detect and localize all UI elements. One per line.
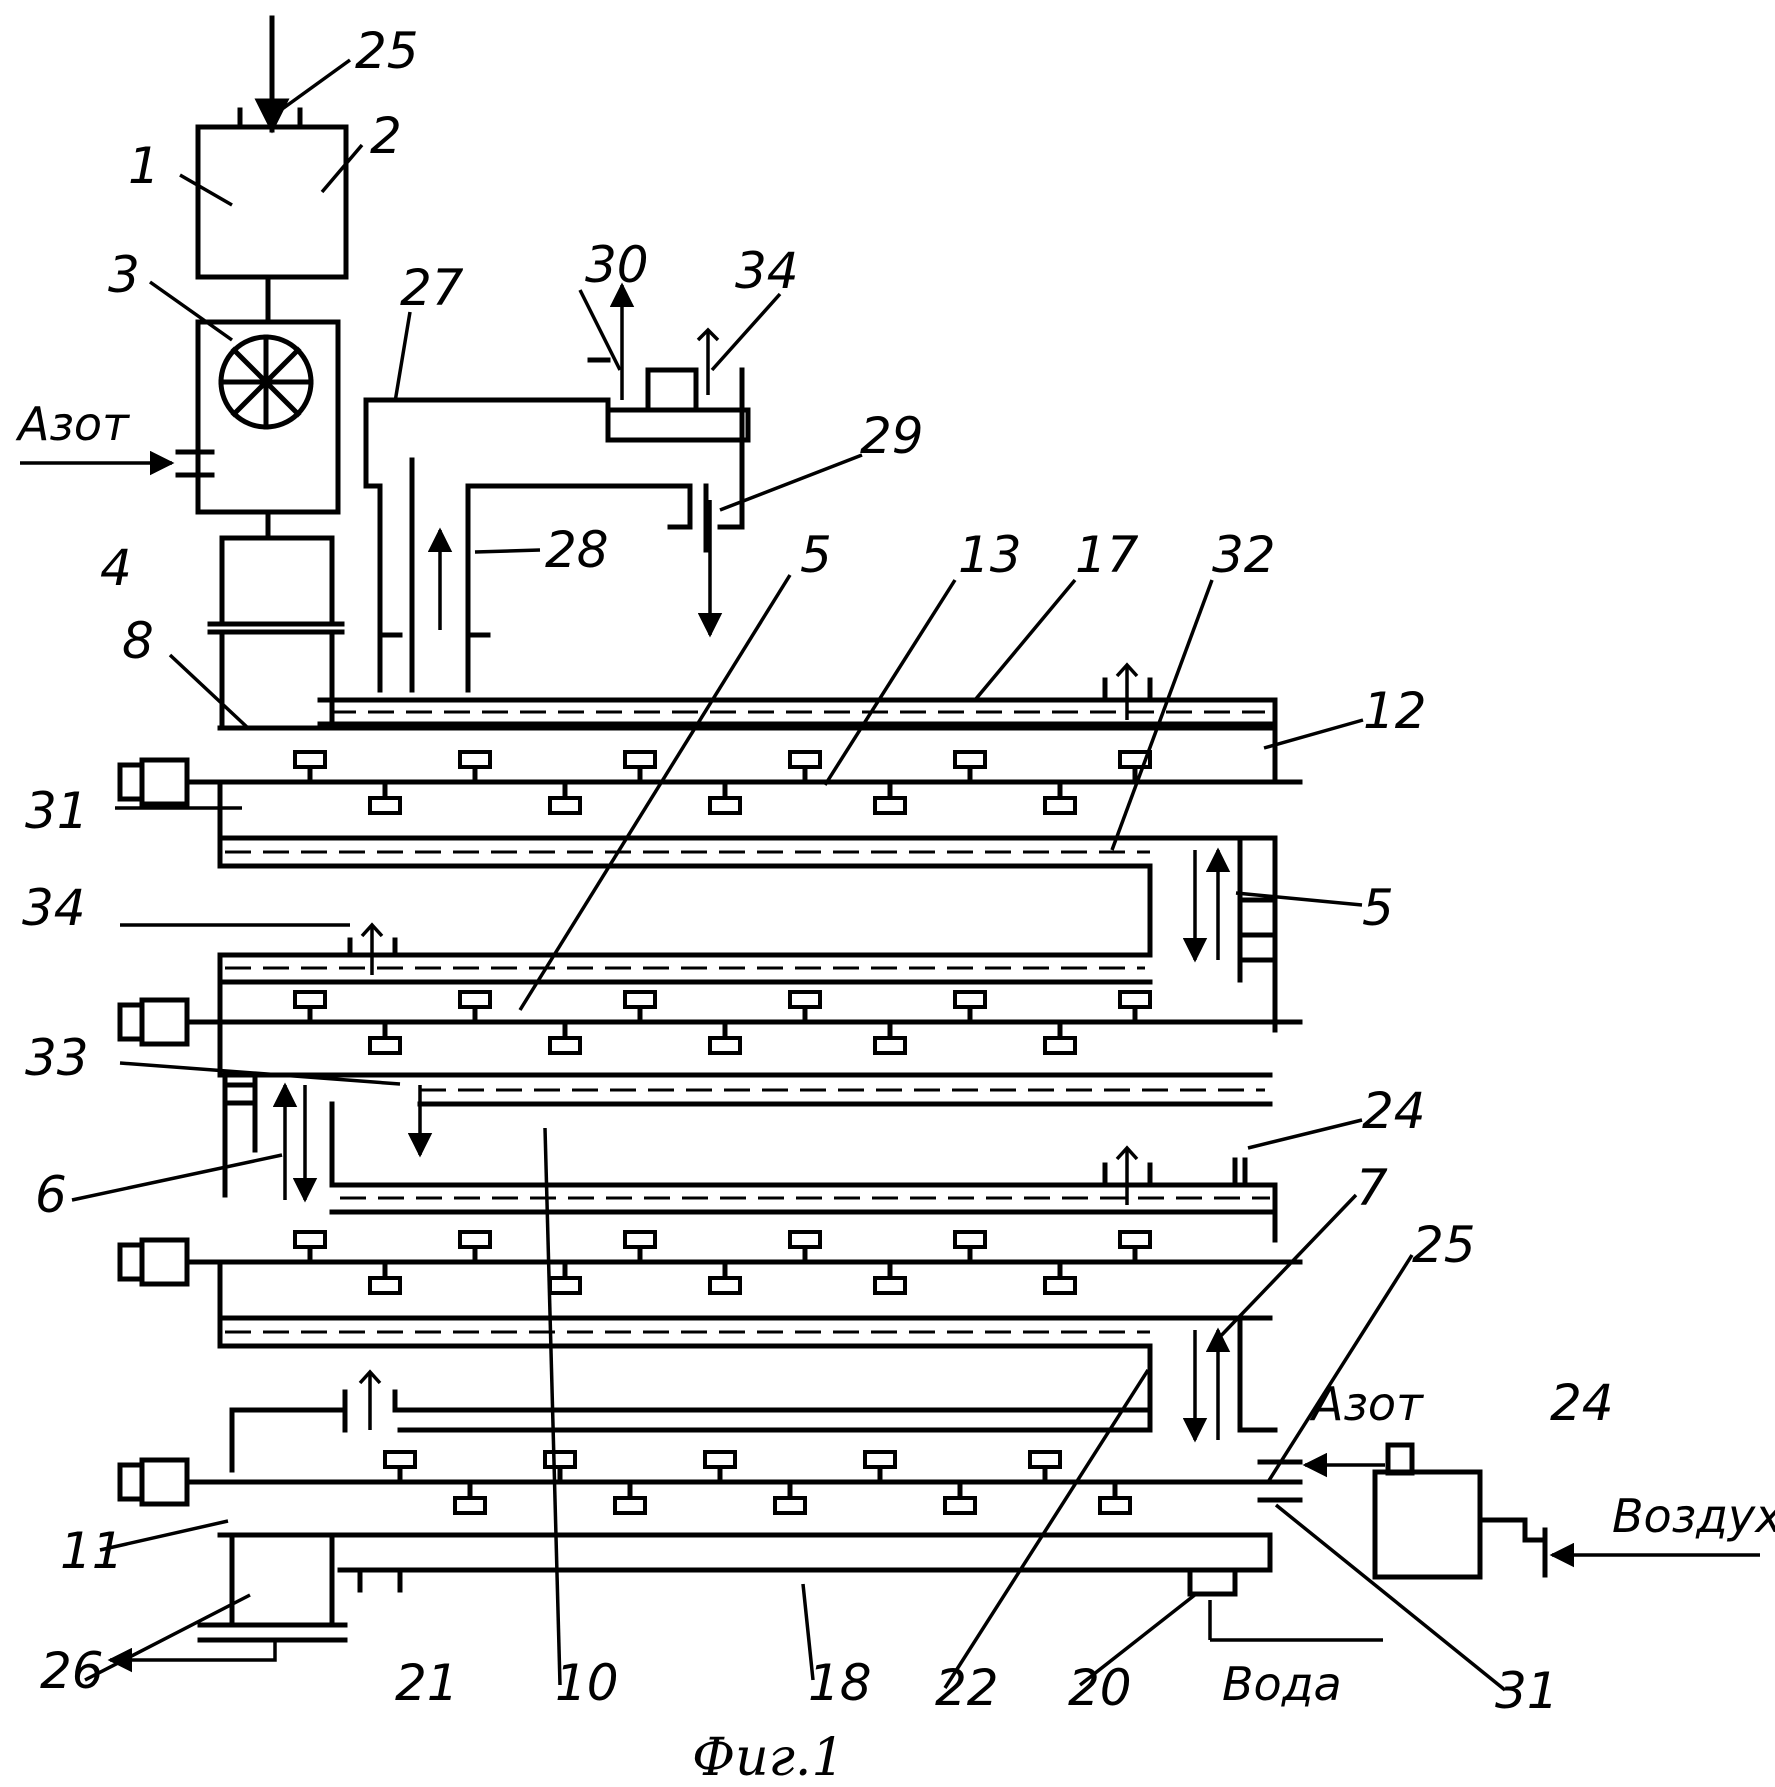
label-21: 22 — [935, 1659, 999, 1717]
vapour-outlet — [366, 285, 748, 690]
paddle-13 — [625, 992, 655, 1007]
label-34-mid: 34 — [22, 879, 86, 937]
paddle-28 — [370, 1278, 400, 1293]
paddle-12 — [460, 992, 490, 1007]
paddle-4 — [955, 752, 985, 767]
label-23: 25 — [1412, 1216, 1476, 1274]
paddle-20 — [875, 1038, 905, 1053]
paddle-33 — [385, 1452, 415, 1467]
paddle-34 — [545, 1452, 575, 1467]
paddle-35 — [705, 1452, 735, 1467]
label-33: 33 — [25, 1029, 89, 1087]
water-inlet-19 — [1190, 1570, 1383, 1640]
paddle-18 — [550, 1038, 580, 1053]
label-28: 28 — [545, 521, 609, 579]
label-19: 20 — [1068, 1659, 1132, 1717]
water-label: Вода — [1222, 1657, 1342, 1711]
rotary-feeder — [178, 322, 338, 512]
paddle-0 — [295, 752, 325, 767]
transfer-7 — [1150, 1318, 1240, 1440]
label-2: 2 — [370, 107, 402, 165]
transfer-6 — [225, 1075, 420, 1200]
discharge-26 — [110, 1535, 345, 1660]
label-32: 32 — [1212, 526, 1276, 584]
drive-motor-1 — [120, 760, 215, 804]
label-26: 26 — [40, 1642, 104, 1700]
label-7: 7 — [1356, 1159, 1388, 1217]
transfer-5 — [1150, 838, 1275, 1030]
label-22: 24 — [1362, 1082, 1426, 1140]
nitrogen-label-top: Азот — [15, 397, 130, 451]
paddle-8 — [710, 798, 740, 813]
drive-motor-3 — [120, 1240, 215, 1284]
nitrogen-label-bottom: Азот — [1309, 1377, 1424, 1431]
drive-motor-4 — [120, 1460, 215, 1504]
paddle-26 — [955, 1232, 985, 1247]
paddle-1 — [460, 752, 490, 767]
paddle-15 — [955, 992, 985, 1007]
label-29: 29 — [860, 407, 924, 465]
label-3: 3 — [108, 246, 140, 304]
paddle-17 — [370, 1038, 400, 1053]
label-27: 27 — [400, 259, 464, 317]
paddle-2 — [625, 752, 655, 767]
paddle-38 — [455, 1498, 485, 1513]
paddle-3 — [790, 752, 820, 767]
label-12: 12 — [1363, 682, 1427, 740]
paddle-14 — [790, 992, 820, 1007]
paddle-6 — [370, 798, 400, 813]
paddle-36 — [865, 1452, 895, 1467]
label-8: 8 — [122, 612, 154, 670]
leader-lines — [72, 60, 1505, 1690]
label-4: 4 — [100, 539, 132, 597]
paddle-16 — [1120, 992, 1150, 1007]
paddle-9 — [875, 798, 905, 813]
paddle-24 — [625, 1232, 655, 1247]
label-18: 18 — [808, 1654, 872, 1712]
paddle-25 — [790, 1232, 820, 1247]
paddle-40 — [775, 1498, 805, 1513]
paddle-22 — [295, 1232, 325, 1247]
paddle-11 — [295, 992, 325, 1007]
label-30: 30 — [585, 236, 649, 294]
label-9: 5 — [800, 526, 832, 584]
paddle-29 — [550, 1278, 580, 1293]
label-6: 6 — [35, 1166, 67, 1224]
label-34-top: 34 — [735, 242, 799, 300]
paddle-21 — [1045, 1038, 1075, 1053]
air-label: Воздух — [1612, 1489, 1775, 1543]
label-20: 21 — [395, 1654, 459, 1712]
paddle-10 — [1045, 798, 1075, 813]
paddle-39 — [615, 1498, 645, 1513]
paddle-41 — [945, 1498, 975, 1513]
paddle-42 — [1100, 1498, 1130, 1513]
drive-motor-2 — [120, 1000, 215, 1044]
label-1: 1 — [128, 137, 160, 195]
label-24: 24 — [1550, 1374, 1614, 1432]
paddle-37 — [1030, 1452, 1060, 1467]
paddle-19 — [710, 1038, 740, 1053]
paddle-23 — [460, 1232, 490, 1247]
label-13: 13 — [958, 526, 1022, 584]
feed-hopper — [198, 18, 346, 277]
figure-caption: Фиг.1 — [692, 1728, 845, 1787]
label-31-left: 31 — [25, 782, 89, 840]
label-17: 17 — [1075, 526, 1139, 584]
paddle-32 — [1045, 1278, 1075, 1293]
label-10: 10 — [555, 1654, 619, 1712]
paddle-27 — [1120, 1232, 1150, 1247]
label-31-right: 31 — [1495, 1662, 1559, 1720]
label-11: 11 — [60, 1522, 124, 1580]
paddle-7 — [550, 798, 580, 813]
paddle-31 — [875, 1278, 905, 1293]
label-25: 25 — [355, 22, 419, 80]
paddle-30 — [710, 1278, 740, 1293]
label-5: 5 — [1362, 879, 1394, 937]
